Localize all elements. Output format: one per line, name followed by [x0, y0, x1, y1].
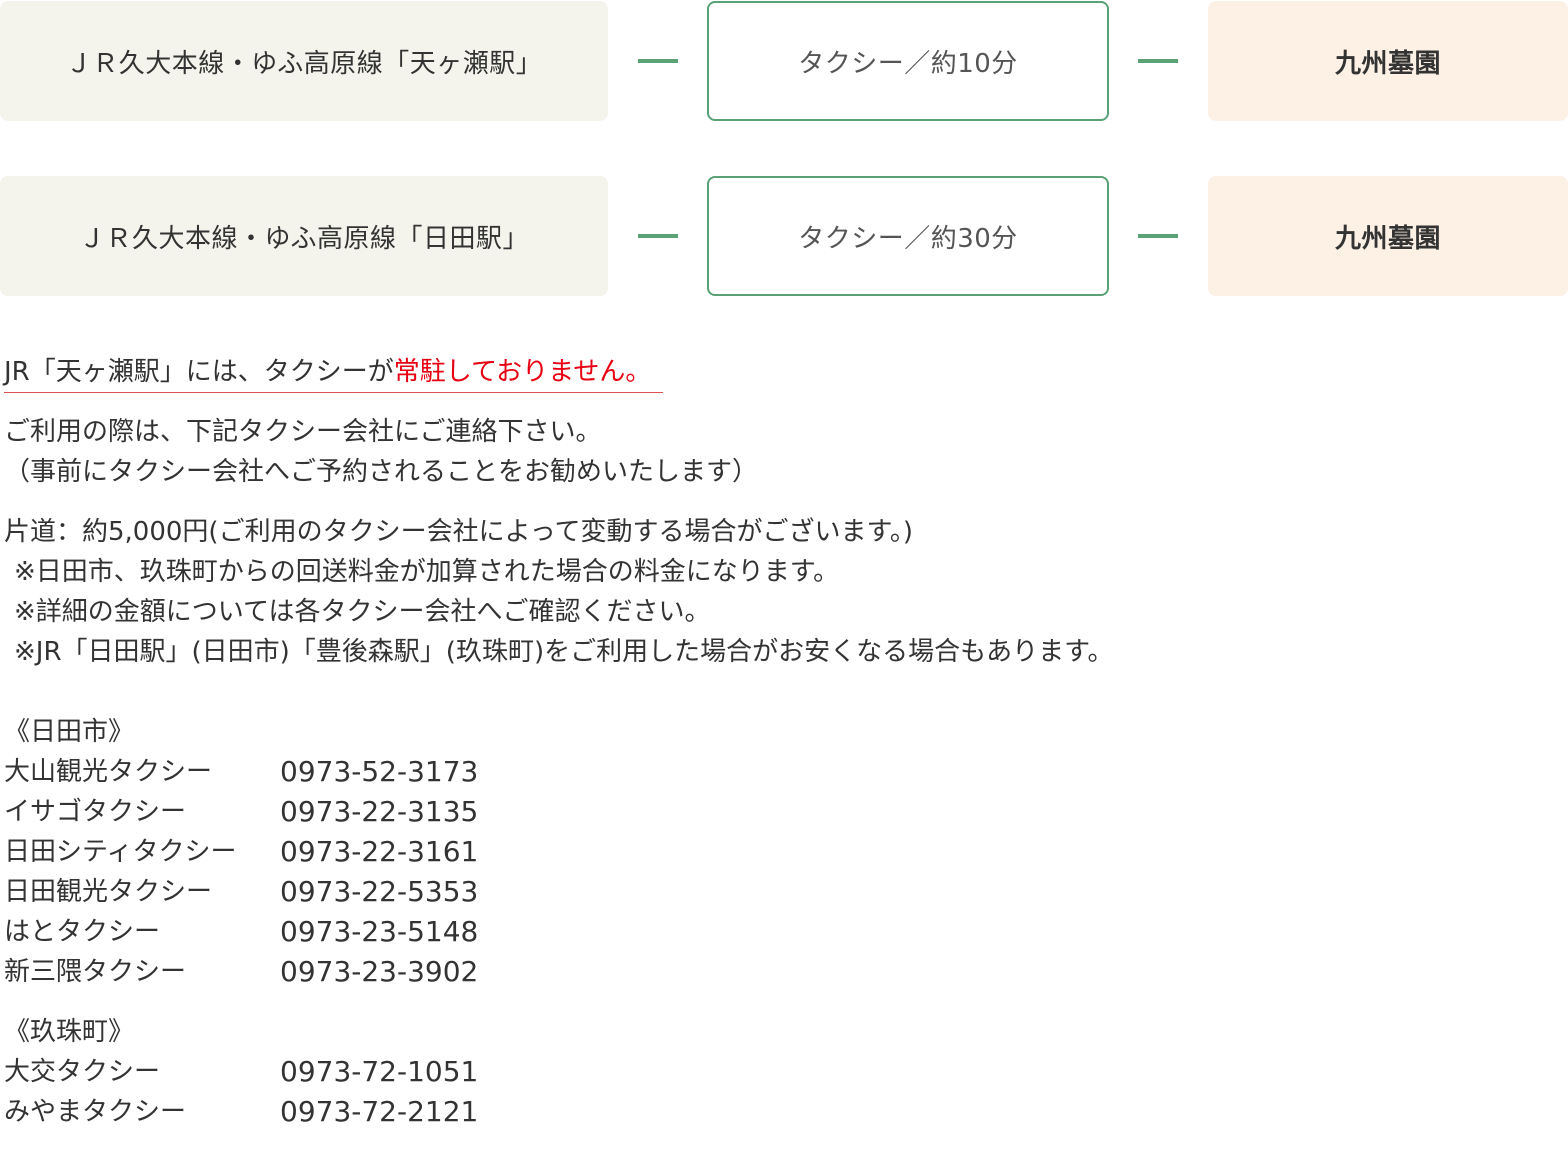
company-list-hita: 大山観光タクシー 0973-52-3173 イサゴタクシー 0973-22-31… — [4, 752, 478, 992]
fare-info: 片道：約5,000円(ご利用のタクシー会社によって変動する場合がございます。) … — [4, 512, 1114, 672]
company-name: 新三隈タクシー — [4, 957, 187, 987]
company-name: 日田シティタクシー — [4, 837, 237, 867]
list-item: 大交タクシー 0973-72-1051 — [4, 1052, 478, 1092]
route-connector — [1138, 234, 1178, 238]
route-destination: 九州墓園 — [1208, 1, 1568, 121]
route-connector — [1138, 59, 1178, 63]
company-phone[interactable]: 0973-72-1051 — [280, 1055, 479, 1088]
list-item: 日田観光タクシー 0973-22-5353 — [4, 872, 478, 912]
company-phone[interactable]: 0973-22-3135 — [280, 795, 479, 828]
company-phone[interactable]: 0973-52-3173 — [280, 755, 479, 788]
list-item: イサゴタクシー 0973-22-3135 — [4, 792, 478, 832]
route-taxi-duration: タクシー／約30分 — [707, 176, 1109, 296]
contact-instructions: ご利用の際は、下記タクシー会社にご連絡下さい。 （事前にタクシー会社へご予約され… — [4, 412, 758, 492]
fare-line: 片道：約5,000円(ご利用のタクシー会社によって変動する場合がございます。) — [4, 517, 914, 547]
list-item: はとタクシー 0973-23-5148 — [4, 912, 478, 952]
company-phone[interactable]: 0973-22-3161 — [280, 835, 479, 868]
company-name: 大交タクシー — [4, 1057, 161, 1087]
route-row-amagase: ＪＲ久大本線・ゆふ高原線「天ヶ瀬駅」 タクシー／約10分 九州墓園 — [0, 1, 1568, 121]
company-name: 日田観光タクシー — [4, 877, 213, 907]
route-connector — [638, 234, 678, 238]
taxi-notice: JR「天ヶ瀬駅」には、タクシーが常駐しておりません。 — [4, 352, 664, 393]
region-title-hita: 《日田市》 — [4, 717, 135, 747]
route-origin: ＪＲ久大本線・ゆふ高原線「日田駅」 — [0, 176, 608, 296]
fare-note: ※JR「日田駅」(日田市)「豊後森駅」(玖珠町)をご利用した場合がお安くなる場合… — [14, 637, 1114, 667]
company-phone[interactable]: 0973-23-3902 — [280, 955, 479, 988]
company-phone[interactable]: 0973-22-5353 — [280, 875, 479, 908]
company-name: 大山観光タクシー — [4, 757, 213, 787]
route-row-hita: ＪＲ久大本線・ゆふ高原線「日田駅」 タクシー／約30分 九州墓園 — [0, 176, 1568, 296]
list-item: 日田シティタクシー 0973-22-3161 — [4, 832, 478, 872]
fare-note: ※日田市、玖珠町からの回送料金が加算された場合の料金になります。 — [14, 557, 840, 587]
route-taxi-duration: タクシー／約10分 — [707, 1, 1109, 121]
contact-line: ご利用の際は、下記タクシー会社にご連絡下さい。 — [4, 417, 602, 447]
company-phone[interactable]: 0973-23-5148 — [280, 915, 479, 948]
route-origin: ＪＲ久大本線・ゆふ高原線「天ヶ瀬駅」 — [0, 1, 608, 121]
company-name: イサゴタクシー — [4, 797, 187, 827]
route-destination: 九州墓園 — [1208, 176, 1568, 296]
company-name: はとタクシー — [4, 917, 161, 947]
list-item: 大山観光タクシー 0973-52-3173 — [4, 752, 478, 792]
list-item: みやまタクシー 0973-72-2121 — [4, 1092, 478, 1132]
region-title-kusu: 《玖珠町》 — [4, 1017, 135, 1047]
notice-highlight: 常駐しておりません。 — [393, 357, 652, 387]
notice-prefix: JR「天ヶ瀬駅」には、タクシーが — [4, 357, 394, 387]
route-connector — [638, 59, 678, 63]
fare-note: ※詳細の金額については各タクシー会社へご確認ください。 — [14, 597, 711, 627]
company-list-kusu: 大交タクシー 0973-72-1051 みやまタクシー 0973-72-2121 — [4, 1052, 478, 1132]
contact-line: （事前にタクシー会社へご予約されることをお勧めいたします） — [4, 457, 759, 487]
company-phone[interactable]: 0973-72-2121 — [280, 1095, 479, 1128]
company-name: みやまタクシー — [4, 1097, 187, 1127]
list-item: 新三隈タクシー 0973-23-3902 — [4, 952, 478, 992]
